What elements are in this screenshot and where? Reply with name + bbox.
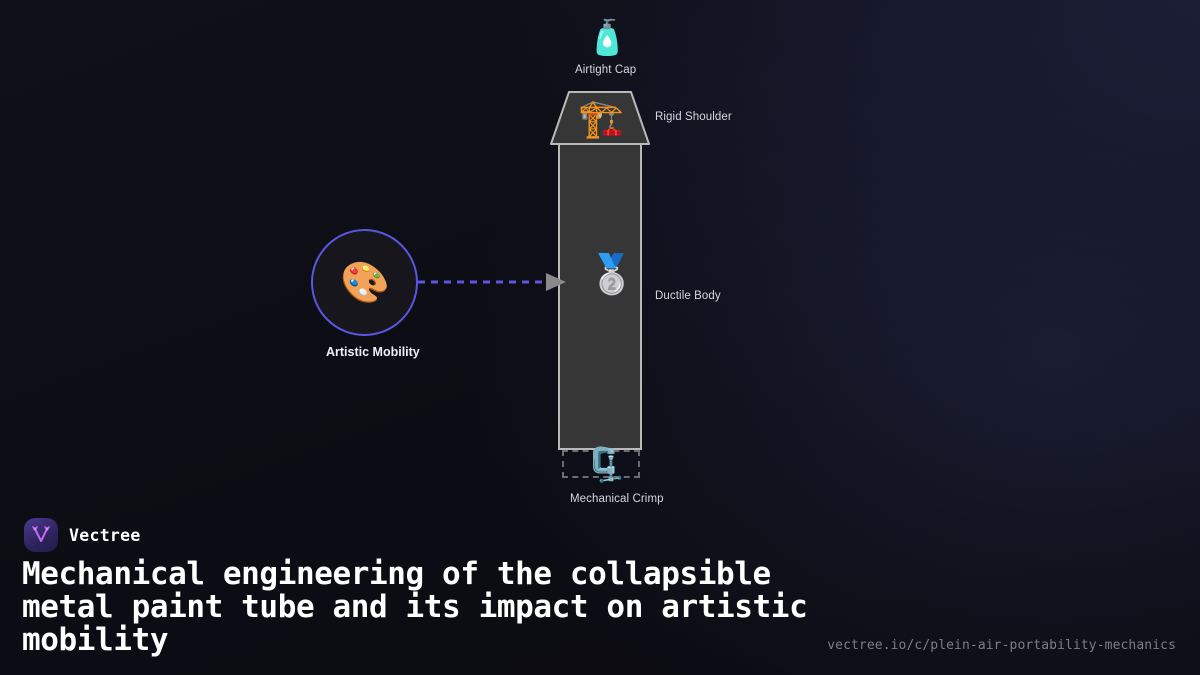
source-url: vectree.io/c/plein-air-portability-mecha…: [827, 638, 1176, 653]
brand-name: Vectree: [69, 525, 141, 545]
connector-artistic-mobility-to-ductile-body: [418, 268, 568, 296]
clamp-icon: 🗜️: [585, 446, 627, 483]
vectree-logo-icon: [24, 518, 58, 552]
ductile-body-shape: [558, 143, 642, 450]
mechanical-crimp-shape: [562, 450, 640, 478]
second-place-medal-icon: 🥈: [588, 254, 636, 296]
concept-label-artistic-mobility: Artistic Mobility: [326, 345, 420, 359]
node-label-rigid-shoulder: Rigid Shoulder: [655, 111, 732, 123]
node-label-airtight-cap: Airtight Cap: [575, 64, 637, 76]
lotion-bottle-icon: 🧴: [586, 19, 629, 57]
footer-banner: Vectree Mechanical engineering of the co…: [0, 510, 1200, 675]
crane-icon: 🏗️: [578, 98, 625, 139]
node-label-ductile-body: Ductile Body: [655, 290, 721, 302]
node-label-mechanical-crimp: Mechanical Crimp: [570, 493, 664, 505]
artist-palette-icon: 🎨: [340, 261, 390, 305]
concept-node-artistic-mobility[interactable]: [311, 229, 418, 336]
brand-row: Vectree: [24, 518, 141, 552]
rigid-shoulder-shape: [549, 90, 651, 146]
page-title: Mechanical engineering of the collapsibl…: [22, 556, 826, 658]
